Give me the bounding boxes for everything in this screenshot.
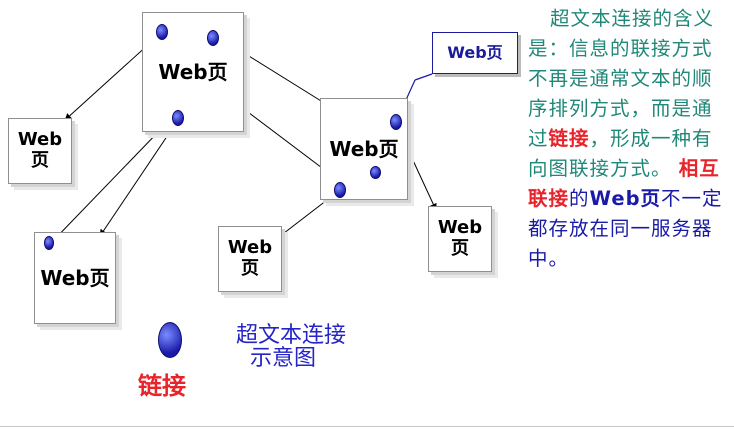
- para-web-page: Web页: [589, 187, 662, 210]
- link-node[interactable]: [172, 110, 184, 126]
- diagram-caption: 超文本连接 示意图: [236, 324, 346, 370]
- legend-link-node-icon: [158, 322, 182, 358]
- web-page-right: Web页: [320, 98, 408, 200]
- para-text-1: 超文本连接的含义是：信息的联接方式不再是通常文本的顺序排列方式，而是通过: [528, 7, 715, 150]
- web-page-bottomleft: Web页: [34, 232, 116, 324]
- web-page-label-bottom: 页: [451, 238, 469, 259]
- web-page-label-bottom: 页: [241, 258, 259, 279]
- para-text-5: 不一定都存放在同一服务器中。: [528, 187, 723, 270]
- web-page-label-top: Web: [437, 217, 483, 239]
- link-node[interactable]: [370, 166, 381, 179]
- hypertext-definition: 超文本连接的含义是：信息的联接方式不再是通常文本的顺序排列方式，而是通过链接，形…: [528, 4, 728, 274]
- web-page-label-bottom: 页: [31, 150, 49, 171]
- link-node[interactable]: [207, 30, 219, 46]
- web-page-remote: Web页: [432, 32, 518, 74]
- arrow-bottomleft-to-center: [49, 127, 163, 245]
- link-node[interactable]: [390, 114, 402, 130]
- web-page-farright: Web 页: [428, 206, 492, 272]
- para-highlight-mutual: 相互联接: [528, 157, 720, 210]
- bottom-divider: [0, 426, 734, 427]
- caption-line-1: 超文本连接: [236, 323, 347, 348]
- link-node[interactable]: [334, 182, 346, 198]
- legend-link-label: 链接: [138, 372, 186, 400]
- web-page-label: Web页: [329, 136, 399, 161]
- arrow-center-to-bottomleft: [99, 119, 179, 237]
- web-page-label: Web页: [40, 265, 110, 290]
- web-page-label-top: Web: [17, 129, 63, 151]
- para-text-3: 的: [569, 187, 590, 210]
- web-page-label-top: Web: [227, 237, 273, 259]
- caption-line-2: 示意图: [250, 346, 317, 372]
- web-page-lower: Web 页: [218, 226, 282, 292]
- para-highlight-link: 链接: [548, 127, 590, 150]
- link-node[interactable]: [44, 236, 54, 250]
- leader-to-blue-page-2: [414, 73, 433, 81]
- link-node[interactable]: [156, 24, 168, 40]
- web-page-label: Web页: [158, 59, 228, 84]
- web-page-topleft: Web 页: [8, 118, 72, 184]
- web-page-label: Web页: [447, 42, 503, 62]
- para-text-2: ，形成一种有向图联接方式。: [528, 127, 713, 180]
